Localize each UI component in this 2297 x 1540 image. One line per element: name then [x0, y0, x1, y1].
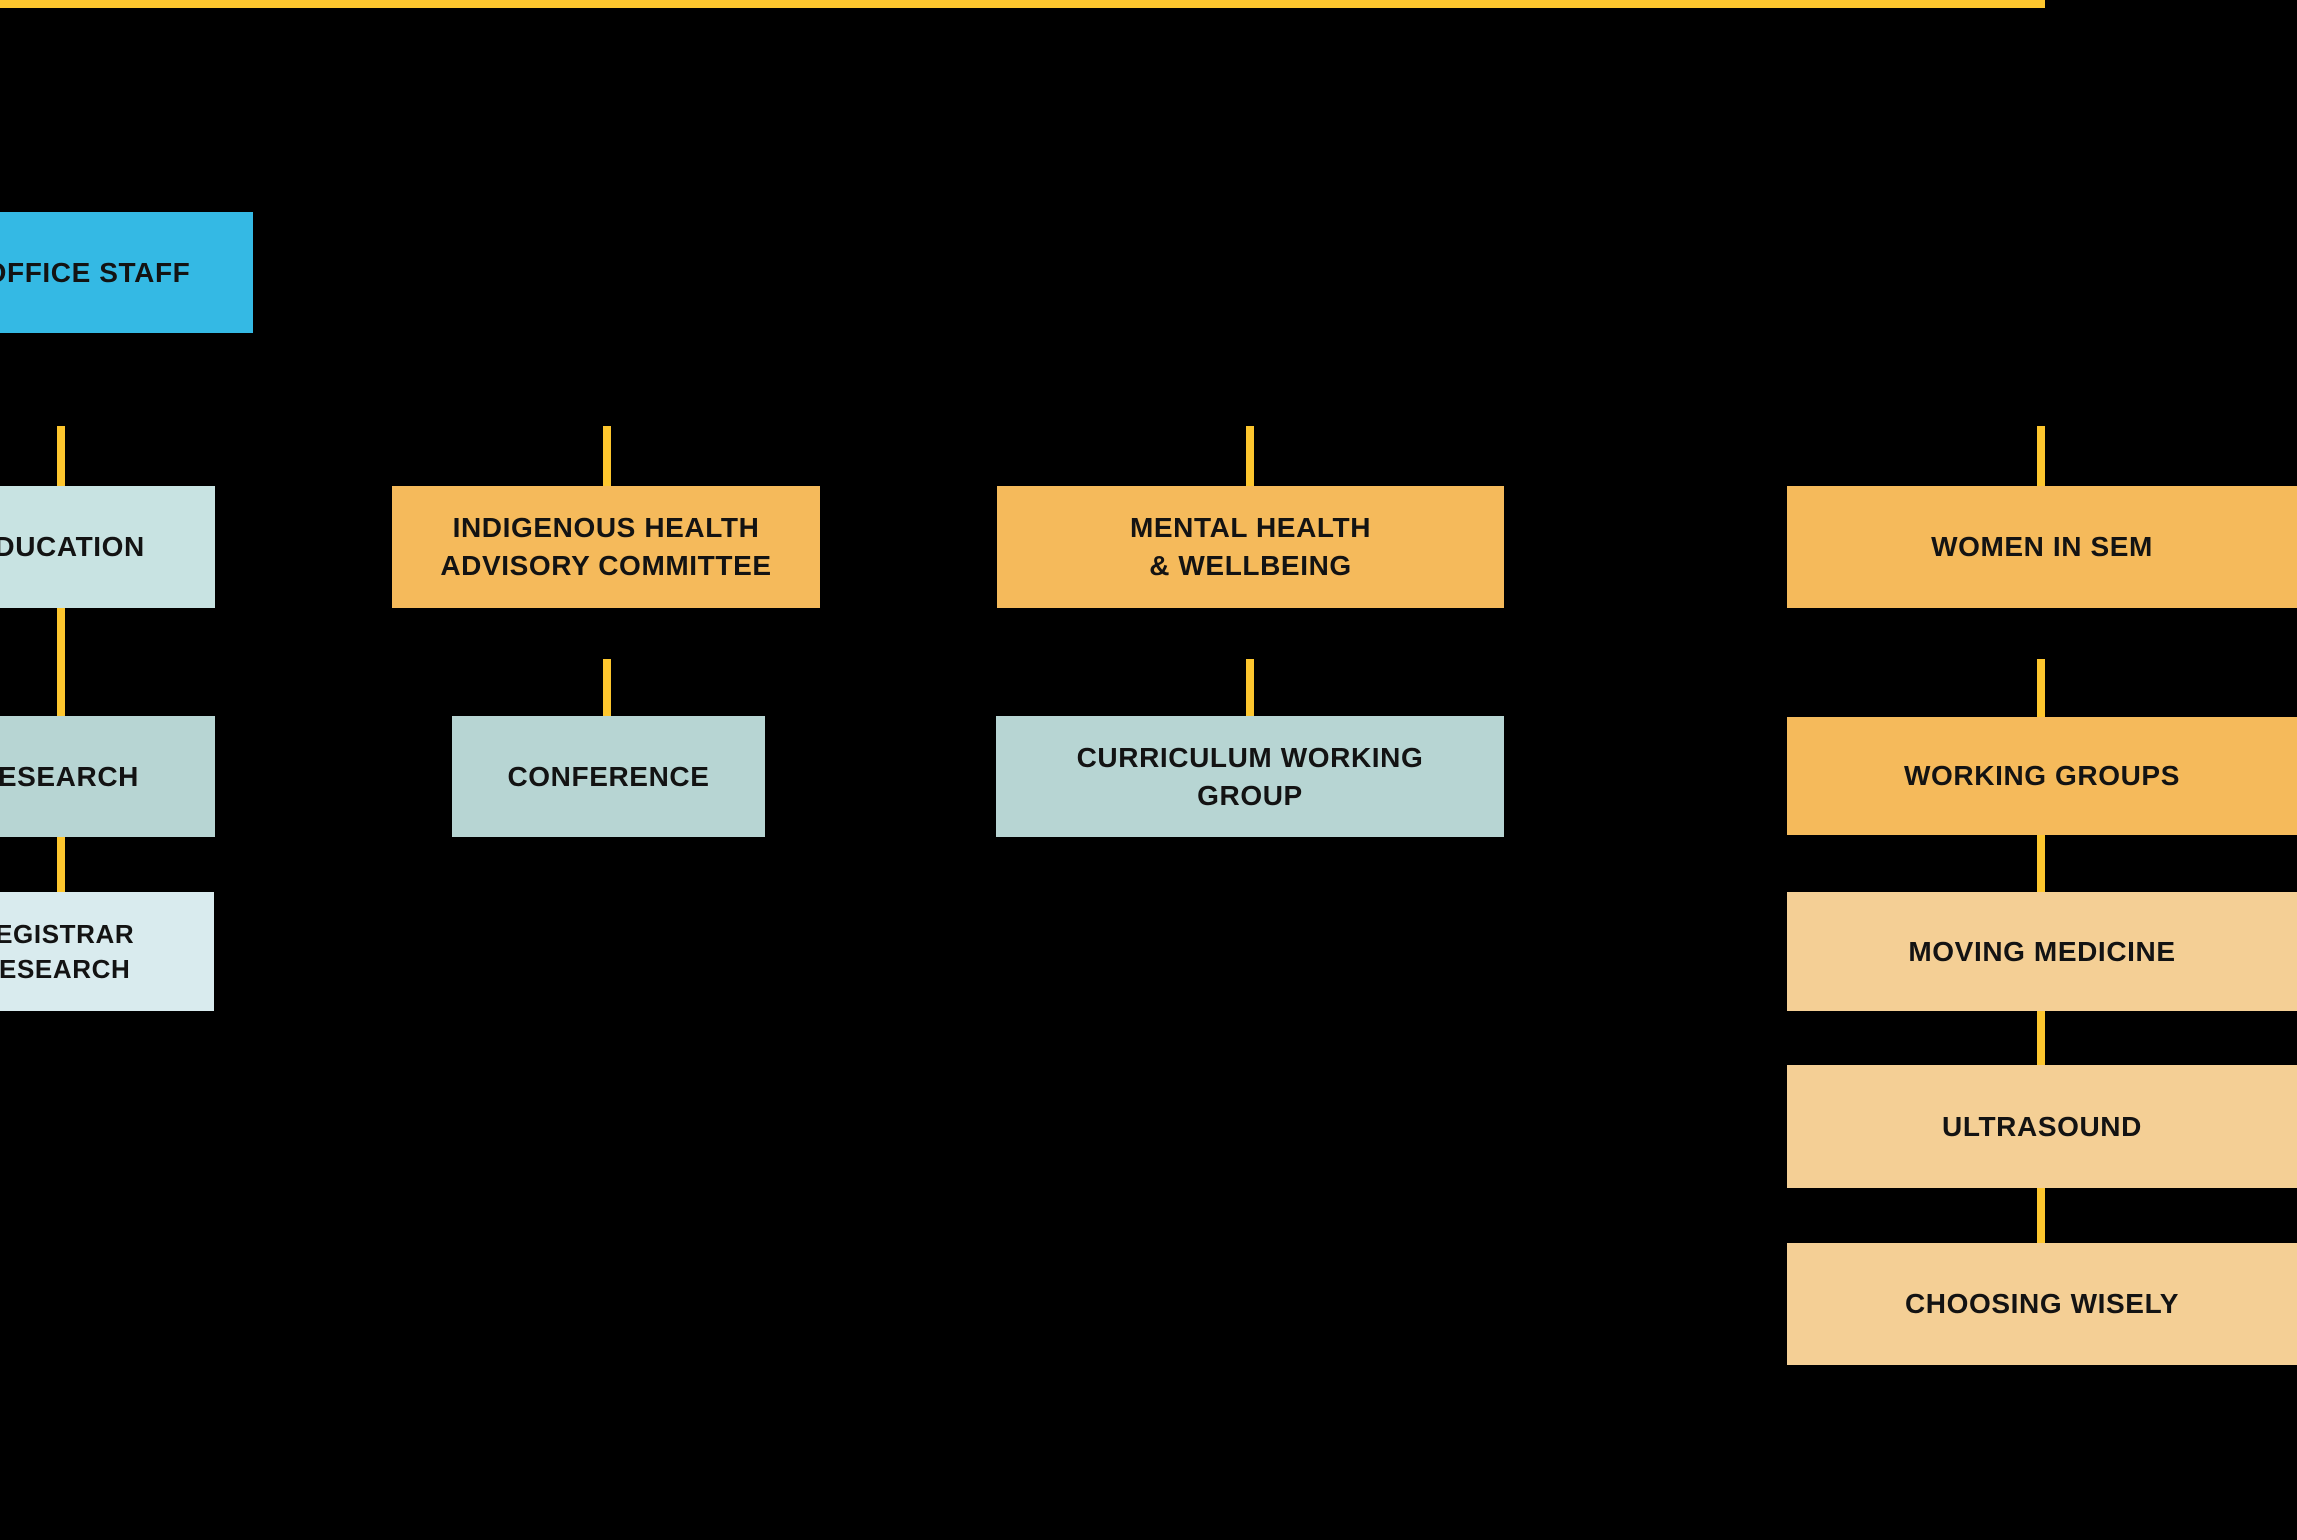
node-working-groups-label: WORKING GROUPS — [1904, 760, 2180, 791]
connector-drop-mental-health — [1246, 426, 1254, 496]
node-education: EDUCATION — [0, 486, 215, 608]
node-curriculum-working-group: CURRICULUM WORKING GROUP — [996, 716, 1504, 837]
node-mental-health-wellbeing: MENTAL HEALTH & WELLBEING — [997, 486, 1504, 608]
connector-drop-working-groups — [2037, 659, 2045, 731]
connector-research-to-registrar — [57, 820, 65, 905]
node-working-groups: WORKING GROUPS — [1787, 717, 2297, 835]
node-women-label: WOMEN IN SEM — [1931, 531, 2153, 562]
node-curriculum-label: CURRICULUM WORKING GROUP — [1076, 741, 1424, 811]
node-office-staff-label: OFFICE STAFF — [0, 256, 191, 288]
node-moving-label: MOVING MEDICINE — [1908, 935, 2176, 967]
connector-drop-women-in-sem — [2037, 426, 2045, 496]
connector-second-row-horizontal — [0, 0, 2045, 8]
connector-drop-curriculum — [1246, 659, 1254, 729]
node-indigenous-health-advisory-committee: INDIGENOUS HEALTH ADVISORY COMMITTEE — [392, 486, 820, 608]
node-ultrasound: ULTRASOUND — [1787, 1065, 2297, 1188]
connector-drop-education — [57, 426, 65, 496]
node-choosing-label: CHOOSING WISELY — [1904, 1288, 2179, 1319]
node-education-label: EDUCATION — [0, 531, 145, 562]
connector-drop-conference — [603, 659, 611, 729]
connector-drop-indigenous — [603, 426, 611, 496]
node-moving-medicine: MOVING MEDICINE — [1787, 892, 2297, 1011]
node-office-staff: OFFICE STAFF — [0, 212, 253, 333]
node-conference: CONFERENCE — [452, 716, 765, 837]
connector-moving-to-ultrasound — [2037, 995, 2045, 1080]
node-indigenous-label: INDIGENOUS HEALTH ADVISORY COMMITTEE — [440, 512, 772, 581]
node-choosing-wisely: CHOOSING WISELY — [1787, 1243, 2297, 1365]
node-ultrasound-label: ULTRASOUND — [1942, 1110, 2142, 1142]
connector-ultrasound-to-choosing — [2037, 1175, 2045, 1257]
node-women-in-sem: WOMEN IN SEM — [1787, 486, 2297, 608]
node-conference-label: CONFERENCE — [507, 760, 710, 792]
connector-working-groups-to-moving — [2037, 820, 2045, 905]
node-mental-label: MENTAL HEALTH & WELLBEING — [1129, 512, 1372, 581]
connector-education-to-row — [57, 590, 65, 730]
